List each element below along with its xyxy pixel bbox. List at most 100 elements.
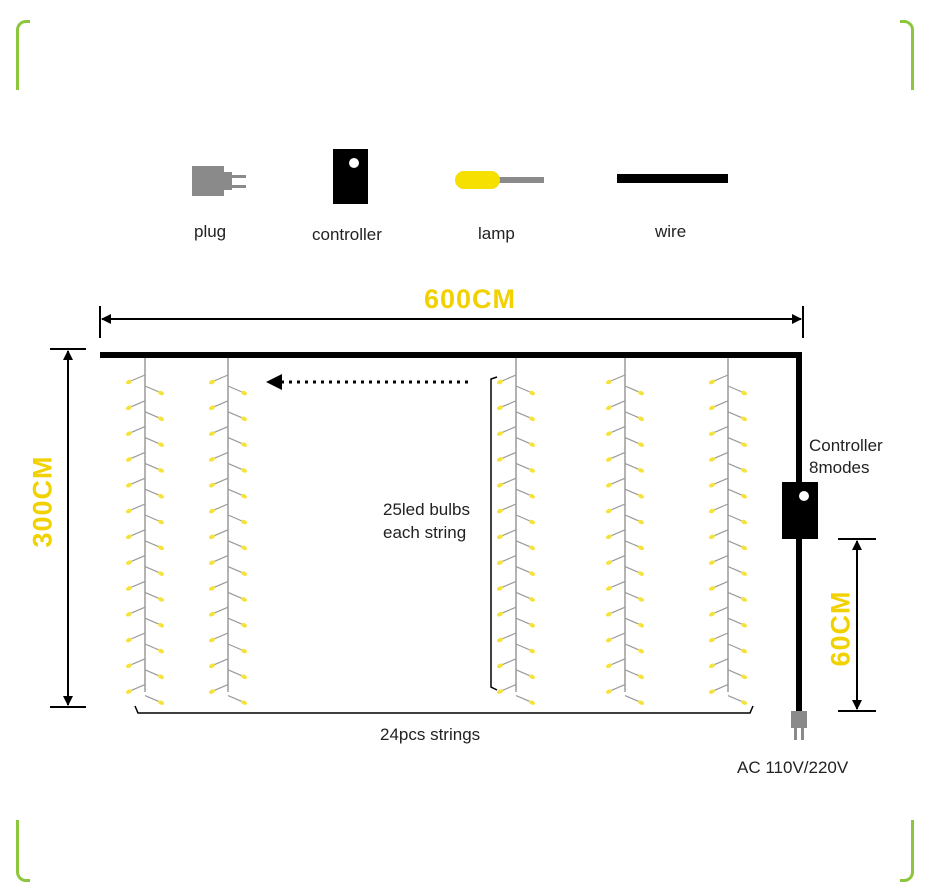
bulb-stem [610,503,626,511]
bulb-stem [130,658,146,666]
led-bulb [605,560,613,565]
bulb-stem [227,437,243,445]
bulb-stem [610,555,626,563]
led-bulb [125,586,133,591]
bulb-stem [501,426,517,434]
led-bulb [708,663,716,669]
led-bulb [208,534,216,540]
led-string [496,358,536,705]
bulb-stem [227,591,243,599]
bulb-stem [624,385,640,393]
bulb-stem [144,385,160,393]
led-bulb [157,648,165,654]
controller-icon [333,149,368,204]
bulb-stem [515,462,531,470]
led-bulb [496,431,504,436]
bulb-stem [515,385,531,393]
bulb-stem [130,529,146,537]
led-bulb [125,405,133,411]
led-bulb [605,405,613,411]
led-bulb [125,663,133,669]
bulb-stem [130,400,146,408]
bulb-stem [610,477,626,485]
bulb-stem [624,411,640,419]
bulb-stem [713,503,729,511]
led-bulb [637,648,645,654]
bulb-stem [610,426,626,434]
led-bulb [740,442,748,447]
led-bulb [157,674,165,680]
led-bulb [740,416,748,422]
bulb-stem [144,540,160,548]
bulb-stem [213,451,229,459]
bulb-stem [227,566,243,574]
bulb-stem [713,374,729,382]
led-bulb [240,597,248,602]
bulb-stem [727,462,743,470]
bulb-stem [727,591,743,599]
led-bulb [605,611,613,617]
led-bulb [708,560,716,565]
strings-bracket [134,705,754,714]
bulb-stem [515,566,531,574]
led-bulb [740,597,748,602]
bulb-stem [144,566,160,574]
bulb-stem [515,669,531,677]
led-bulb [605,586,613,591]
bulb-stem [130,451,146,459]
bulb-stem [130,503,146,511]
led-bulb [605,508,613,514]
led-bulb [528,442,536,447]
bulb-stem [501,555,517,563]
led-bulb [240,622,248,628]
bulb-stem [515,437,531,445]
bulb-stem [713,580,729,588]
frame-notch-left [14,90,22,820]
led-bulb [125,482,133,488]
led-bulb [208,508,216,514]
bulb-stem [610,400,626,408]
led-bulb [528,571,536,576]
led-bulb [208,611,216,617]
bulb-stem [713,555,729,563]
bulb-stem [144,695,160,703]
led-bulb [240,648,248,654]
led-bulb [240,416,248,422]
bulb-stem [727,514,743,522]
bulb-stem [130,580,146,588]
bulb-stem [610,684,626,692]
led-bulb [605,457,613,462]
bulbs-bracket [490,376,498,691]
led-bulb [528,674,536,680]
led-bulb [208,379,216,385]
wire-label: wire [655,222,687,241]
bulb-stem [713,632,729,640]
led-bulb [208,482,216,488]
bulb-stem [501,451,517,459]
led-bulb [496,689,504,694]
bulb-stem [227,669,243,677]
led-bulb [528,416,536,422]
plug-label: plug [194,222,227,241]
led-bulb [240,519,248,525]
bulb-stem [610,606,626,614]
bulb-stem [144,411,160,419]
bulb-stem [501,658,517,666]
led-bulb [605,431,613,436]
led-bulb [708,689,716,694]
bulb-stem [713,658,729,666]
led-bulb [528,519,536,525]
led-bulb [157,416,165,422]
bulb-stem [515,643,531,651]
led-bulb [208,637,216,643]
bulb-stem [713,451,729,459]
led-string [125,358,165,705]
bulb-stem [501,632,517,640]
led-bulb [637,468,645,473]
led-bulb [740,648,748,654]
strings-note: 24pcs strings [380,725,481,744]
bulb-stem [501,580,517,588]
led-bulb [240,571,248,576]
bulb-stem [515,591,531,599]
